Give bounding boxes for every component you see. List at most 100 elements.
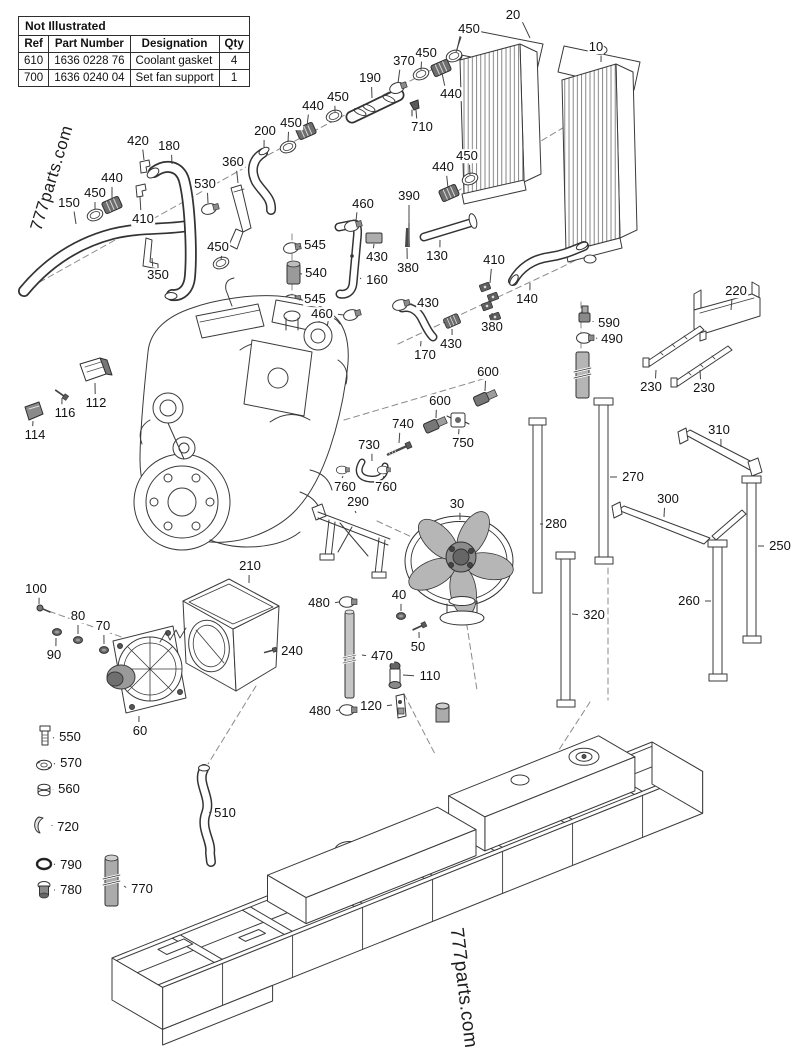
ring-450 <box>324 107 344 125</box>
table-header-row: Ref Part Number Designation Qty <box>17 35 250 53</box>
fan-bracket-290 <box>311 503 391 579</box>
part-callout-170: 170 <box>413 347 437 363</box>
table-row: 700 1636 0240 04 Set fan support 1 <box>17 69 250 87</box>
bolt-550 <box>39 725 51 746</box>
part-callout-250: 250 <box>768 538 792 554</box>
breather-110 <box>388 661 402 689</box>
bar-300 <box>617 505 711 545</box>
part-callout-430: 430 <box>439 336 463 352</box>
shroud-210 <box>182 578 280 692</box>
part-callout-460: 460 <box>310 306 334 322</box>
tube-180 <box>146 160 197 302</box>
part-callout-450: 450 <box>414 45 438 61</box>
clip-410b <box>478 281 492 293</box>
table-row: 610 1636 0228 76 Coolant gasket 4 <box>17 52 250 70</box>
clamp-750 <box>446 412 470 428</box>
part-callout-150: 150 <box>57 195 81 211</box>
bracket-350 <box>142 237 159 270</box>
clamp-545 <box>282 240 303 255</box>
support-posts <box>528 397 763 708</box>
part-callout-240: 240 <box>280 643 304 659</box>
part-callout-450: 450 <box>83 185 107 201</box>
part-callout-470: 470 <box>370 648 394 664</box>
part-callout-480: 480 <box>307 595 331 611</box>
col-header-ref: Ref <box>17 35 50 53</box>
cell-designation: Coolant gasket <box>129 52 220 70</box>
ring-450 <box>85 206 105 224</box>
part-callout-310: 310 <box>707 422 731 438</box>
part-callout-190: 190 <box>358 70 382 86</box>
ring-450 <box>411 65 431 83</box>
pipe-160 <box>334 219 363 299</box>
part-callout-545: 545 <box>303 291 327 307</box>
part-callout-40: 40 <box>390 587 408 603</box>
part-callout-370: 370 <box>392 53 416 69</box>
part-callout-440: 440 <box>100 170 124 186</box>
part-callout-270: 270 <box>621 469 645 485</box>
oring-790 <box>35 857 53 871</box>
hose-510 <box>196 764 216 867</box>
part-callout-450: 450 <box>279 115 303 131</box>
clamp-480 <box>339 704 358 716</box>
part-callout-120: 120 <box>359 698 383 714</box>
part-callout-510: 510 <box>213 805 237 821</box>
clamp-490 <box>576 332 595 344</box>
part-callout-600: 600 <box>476 364 500 380</box>
part-callout-600: 600 <box>428 393 452 409</box>
bracket-710 <box>409 99 420 117</box>
part-callout-60: 60 <box>131 723 149 739</box>
clamp-480 <box>339 596 358 608</box>
part-callout-380: 380 <box>396 260 420 276</box>
tube-770 <box>101 854 122 907</box>
part-callout-50: 50 <box>409 639 427 655</box>
fitting-430 <box>365 232 383 244</box>
nut-40 <box>396 612 406 620</box>
part-callout-110: 110 <box>418 668 442 684</box>
cell-qty: 4 <box>218 52 250 70</box>
bracket-360 <box>228 184 252 250</box>
barb-440 <box>437 183 461 203</box>
small-fasteners-left <box>36 604 51 613</box>
engine-assembly <box>133 277 349 551</box>
part-callout-570: 570 <box>59 755 83 771</box>
part-callout-440: 440 <box>439 86 463 102</box>
cell-ref: 610 <box>17 52 50 70</box>
clamp-460 <box>341 306 363 323</box>
part-callout-530: 530 <box>193 176 217 192</box>
radiator-10 <box>557 45 641 264</box>
nut-70 <box>99 646 109 654</box>
part-callout-760: 760 <box>374 479 398 495</box>
fitting-590 <box>578 305 591 323</box>
part-callout-490: 490 <box>600 331 624 347</box>
part-callout-780: 780 <box>59 882 83 898</box>
thermostat-112 <box>79 357 113 382</box>
chassis-frame <box>112 702 703 1046</box>
part-callout-730: 730 <box>357 437 381 453</box>
clip-410b <box>486 291 500 303</box>
part-callout-550: 550 <box>58 729 82 745</box>
barb-440 <box>429 58 453 78</box>
plug-780 <box>37 881 51 899</box>
rod-470 <box>341 609 358 699</box>
part-callout-430: 430 <box>365 249 389 265</box>
part-callout-750: 750 <box>451 435 475 451</box>
part-callout-280: 280 <box>544 516 568 532</box>
not-illustrated-table: Not Illustrated Ref Part Number Designat… <box>17 16 250 87</box>
part-callout-770: 770 <box>130 881 154 897</box>
part-callout-440: 440 <box>431 159 455 175</box>
part-callout-590: 590 <box>597 315 621 331</box>
part-callout-260: 260 <box>677 593 701 609</box>
pipe-130 <box>419 213 478 242</box>
cell-part-number: 1636 0240 04 <box>48 69 131 87</box>
part-callout-200: 200 <box>253 123 277 139</box>
bolt-740 <box>386 441 413 456</box>
nut-80 <box>73 636 83 644</box>
part-callout-740: 740 <box>391 416 415 432</box>
part-callout-116: 116 <box>53 405 77 421</box>
part-callout-30: 30 <box>448 496 466 512</box>
part-callout-380: 380 <box>480 319 504 335</box>
hose-140 <box>508 241 589 286</box>
part-callout-560: 560 <box>57 781 81 797</box>
part-callout-420: 420 <box>126 133 150 149</box>
